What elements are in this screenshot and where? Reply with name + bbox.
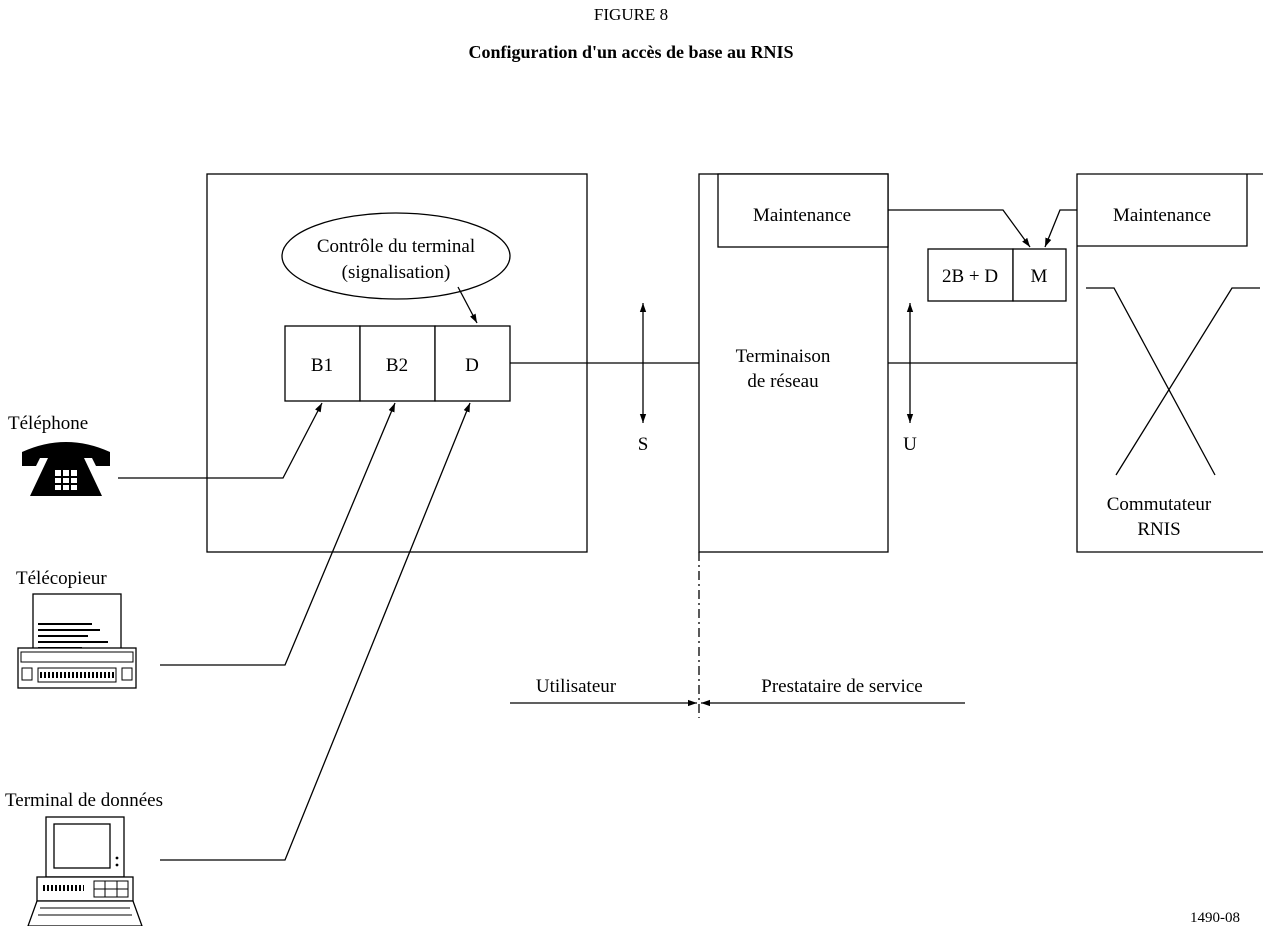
switch-label-1: Commutateur	[1107, 494, 1212, 515]
nt-maintenance-label: Maintenance	[753, 205, 851, 226]
switch-maintenance-arrow	[1044, 209, 1077, 248]
data-terminal-to-d-line	[160, 402, 471, 861]
switch-label-2: RNIS	[1137, 519, 1180, 540]
nt-maintenance-box	[717, 173, 889, 248]
nt-label-1: Terminaison	[736, 346, 831, 367]
channel-b2-label: B2	[386, 355, 408, 376]
fax-to-b2-line	[160, 402, 396, 666]
terminal-control-label-1: Contrôle du terminal	[317, 236, 475, 257]
telephone-label: Téléphone	[8, 413, 88, 434]
s-label: S	[638, 434, 649, 455]
frame-maintenance-cell	[1012, 248, 1067, 302]
nt-label-2: de réseau	[747, 371, 819, 392]
figure-reference: 1490-08	[1190, 910, 1240, 926]
frame-maintenance-label: M	[1031, 266, 1048, 287]
figure-number: FIGURE 8	[594, 5, 668, 24]
frame-channels-cell	[927, 248, 1014, 302]
channel-d-cell	[434, 325, 511, 402]
figure-title: Configuration d'un accès de base au RNIS	[468, 42, 793, 62]
data-terminal-label: Terminal de données	[5, 790, 163, 811]
switch-maintenance-label: Maintenance	[1113, 205, 1211, 226]
switch-maintenance-box	[1077, 174, 1248, 247]
channel-b1-cell	[284, 325, 361, 402]
boundary-user-label: Utilisateur	[536, 676, 617, 697]
u-label: U	[903, 434, 917, 455]
fax-icon	[17, 593, 137, 689]
terminal-control-label-2: (signalisation)	[342, 262, 451, 283]
switch-box	[1076, 173, 1263, 553]
channel-d-label: D	[465, 355, 479, 376]
control-to-d-arrow	[457, 286, 478, 324]
switch-cross-line-2	[1115, 287, 1260, 476]
channel-b1-label: B1	[311, 355, 333, 376]
channel-b2-cell	[359, 325, 436, 402]
fax-label: Télécopieur	[16, 568, 107, 589]
terminal-control-ellipse	[281, 212, 511, 300]
telephone-icon	[22, 442, 110, 496]
boundary-provider-label: Prestataire de service	[761, 676, 922, 697]
computer-terminal-icon	[27, 816, 143, 926]
telephone-to-b1-line	[118, 402, 323, 479]
frame-channels-label: 2B + D	[942, 266, 998, 287]
switch-cross-line-1	[1086, 287, 1216, 476]
nt-maintenance-arrow	[888, 209, 1031, 248]
